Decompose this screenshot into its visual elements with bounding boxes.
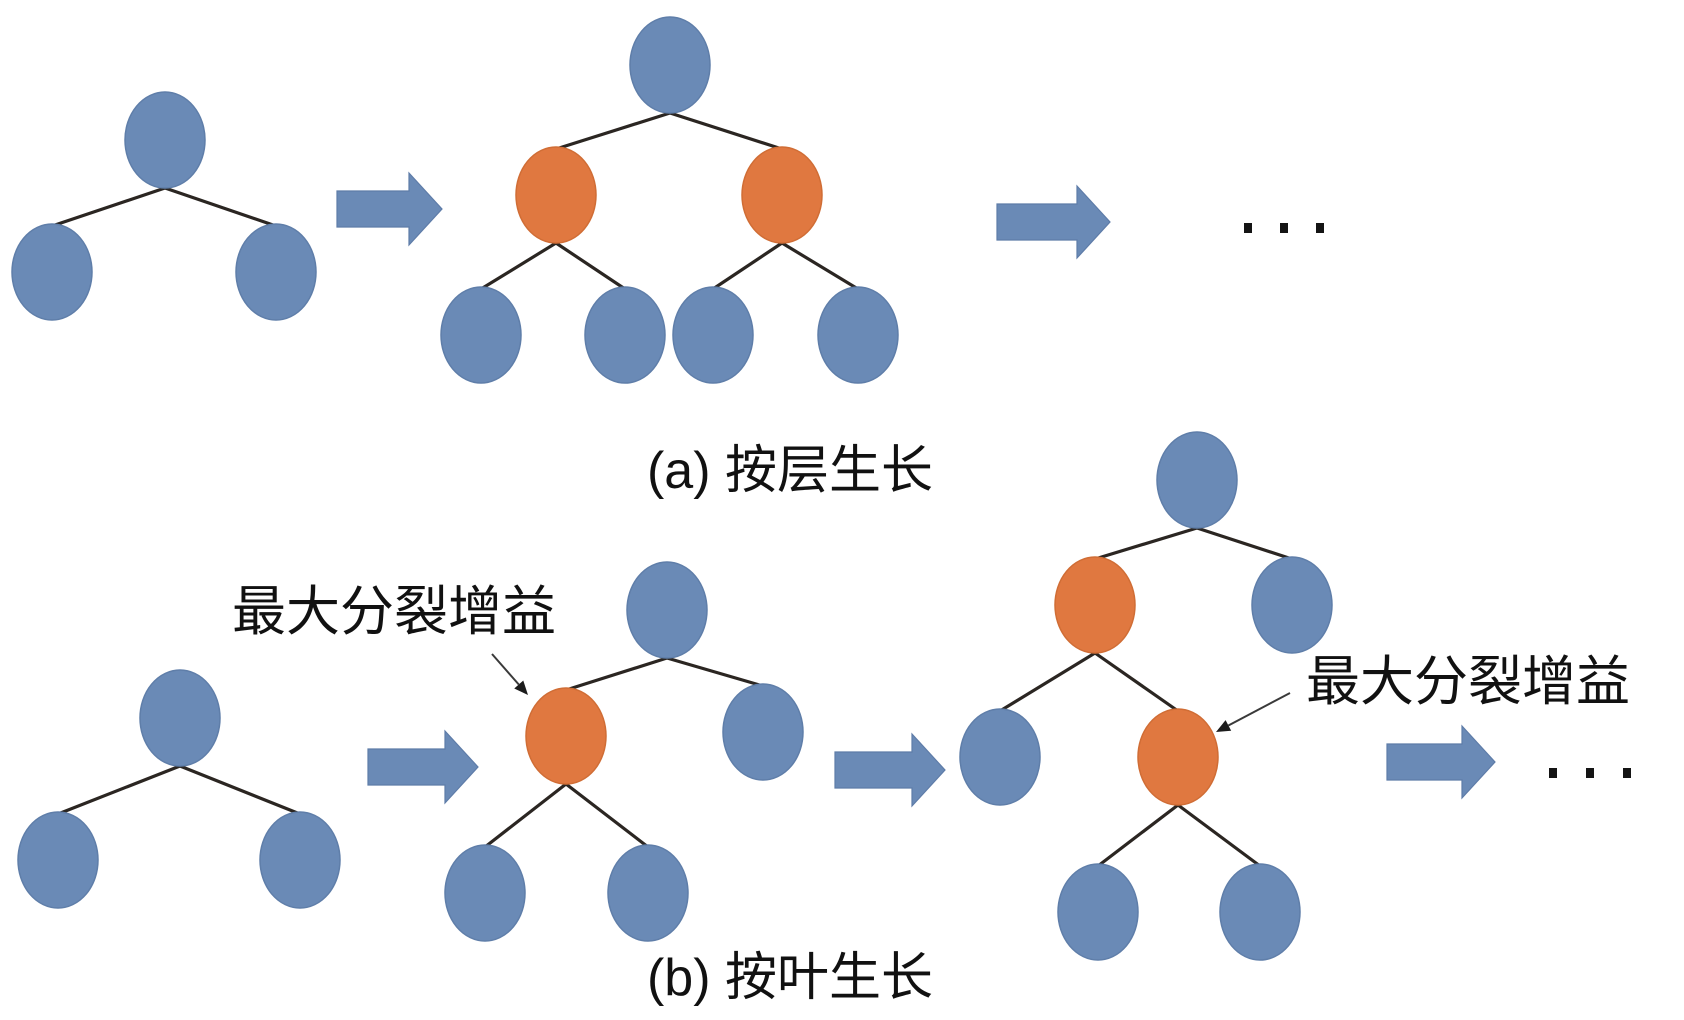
tree-edge-b3-r-R — [1195, 526, 1294, 561]
tree-edge-b1-r-L — [56, 764, 182, 816]
annotation-pointer-line-b-3 — [1227, 692, 1291, 727]
tree-node-b3-LL — [959, 708, 1041, 806]
tree-edge-b2-L-LR — [564, 782, 650, 849]
tree-edge-b3-r-L — [1093, 526, 1199, 561]
tree-edge-b3-LR-LRL — [1096, 803, 1180, 868]
tree-edge-a2-R-RL — [711, 241, 784, 291]
split-node-b3-L — [1054, 556, 1136, 654]
tree-node-a2-LR — [584, 286, 666, 384]
caption-level-wise: (a) 按层生长 — [647, 442, 933, 500]
split-node-a2-L — [515, 146, 597, 244]
tree-node-b3-r — [1156, 431, 1238, 529]
flow-arrow-icon-b3 — [1386, 724, 1496, 800]
annotation-max-split-gain-b3: 最大分裂增益 — [1306, 650, 1630, 713]
tree-edge-a2-r-R — [668, 111, 784, 151]
tree-edge-a2-r-L — [554, 111, 672, 151]
tree-node-a1-r — [124, 91, 206, 189]
continuation-dot-b-2 — [1586, 768, 1594, 778]
tree-node-b2-LR — [607, 844, 689, 942]
tree-node-a2-RL — [672, 286, 754, 384]
tree-node-b1-L — [17, 811, 99, 909]
split-node-b2-L — [525, 687, 607, 785]
caption-leaf-wise: (b) 按叶生长 — [647, 949, 933, 1007]
continuation-dot-a-1 — [1244, 223, 1252, 233]
flow-arrow-icon-b2 — [834, 732, 946, 808]
continuation-dot-b-1 — [1549, 768, 1557, 778]
edges-layer — [50, 111, 1294, 868]
tree-node-a1-R — [235, 223, 317, 321]
split-node-b3-LR — [1137, 708, 1219, 806]
tree-edge-a1-r-L — [50, 186, 167, 228]
split-node-a2-R — [741, 146, 823, 244]
tree-edge-b2-L-LL — [483, 782, 568, 849]
tree-node-b3-LRL — [1057, 863, 1139, 961]
tree-node-b3-R — [1251, 556, 1333, 654]
tree-edge-a2-L-LR — [554, 241, 627, 291]
tree-node-b2-r — [626, 561, 708, 659]
annotation-max-split-gain-b2: 最大分裂增益 — [232, 580, 556, 643]
tree-edge-b2-r-R — [665, 656, 765, 688]
flow-arrow-icon-b1 — [367, 729, 479, 805]
annotation-pointer-line-b-2 — [491, 653, 520, 686]
continuation-dot-a-3 — [1316, 223, 1324, 233]
continuation-dot-a-2 — [1280, 223, 1288, 233]
nodes-layer — [11, 16, 1333, 961]
tree-node-a2-r — [629, 16, 711, 114]
tree-node-b3-LRR — [1219, 863, 1301, 961]
continuation-layer — [1244, 223, 1631, 778]
tree-edge-a2-R-RR — [780, 241, 860, 291]
tree-edge-b1-r-R — [178, 764, 302, 816]
tree-edge-a2-L-LL — [479, 241, 558, 291]
tree-node-b1-r — [139, 669, 221, 767]
tree-node-b2-R — [722, 683, 804, 781]
tree-edge-b3-LR-LRR — [1176, 803, 1262, 868]
continuation-dot-b-3 — [1623, 768, 1631, 778]
annotation-arrowhead-icon — [1216, 720, 1232, 732]
flow-arrow-icon-a1 — [336, 171, 443, 247]
tree-node-a1-L — [11, 223, 93, 321]
flow-arrow-icon-a2 — [996, 184, 1111, 260]
tree-node-a2-LL — [440, 286, 522, 384]
tree-edge-a1-r-R — [163, 186, 278, 228]
tree-node-b2-LL — [444, 844, 526, 942]
tree-edge-b2-r-L — [564, 656, 669, 692]
annotation-pointers-layer — [491, 653, 1291, 732]
flow-arrows-layer — [336, 171, 1496, 808]
annotation-arrowhead-icon — [514, 680, 528, 695]
tree-edge-b3-L-LR — [1093, 651, 1180, 713]
tree-node-a2-RR — [817, 286, 899, 384]
tree-node-b1-R — [259, 811, 341, 909]
tree-edge-b3-L-LL — [998, 651, 1097, 713]
